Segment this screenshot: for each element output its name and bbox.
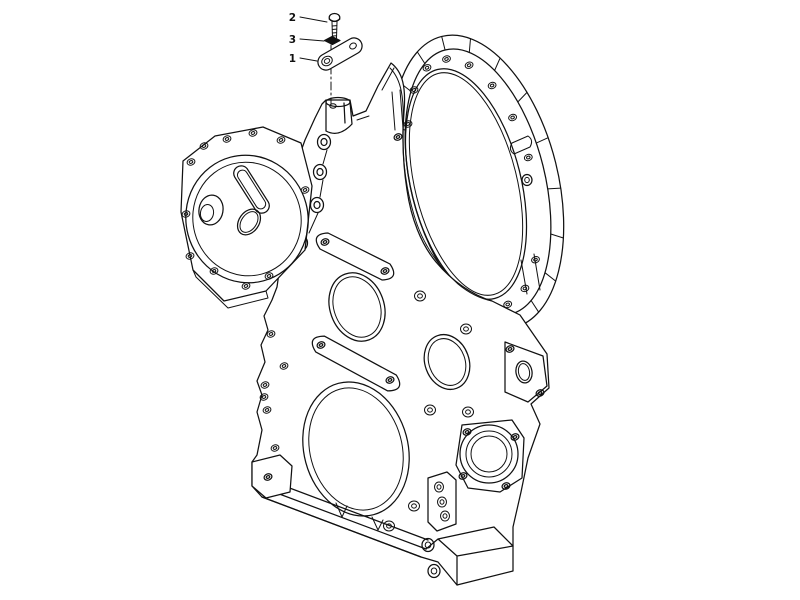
ring-opening-inner: [408, 72, 524, 296]
ring-pocket-hole: [521, 173, 533, 187]
oval-hole: [515, 360, 533, 384]
part-clamp-plate: [317, 37, 363, 71]
left-cover-flange: [180, 126, 313, 309]
face-openings: [302, 272, 471, 517]
ring-ribs: [520, 253, 541, 295]
face-straps: [311, 232, 401, 392]
oval-port: [236, 208, 262, 236]
ring-pocket-slot: [509, 135, 533, 155]
callout-leaders: [299, 16, 328, 62]
tube-boss: [198, 194, 224, 226]
leader-line-1: [299, 57, 318, 62]
strap-upper: [315, 232, 395, 281]
ring-opening-outer: [404, 68, 528, 300]
crankshaft-opening: [302, 381, 410, 517]
strap-lower: [311, 335, 401, 392]
rail-boss: [421, 537, 435, 553]
part-washer: [323, 35, 341, 46]
face-rib: [391, 89, 404, 131]
rail-boss: [427, 563, 441, 579]
gasket-edge-line: [389, 67, 493, 302]
seal-bore-assembly: [455, 419, 525, 493]
right-foot-block: [425, 526, 514, 586]
part-bolt: [328, 12, 341, 40]
leader-line-2: [299, 16, 328, 23]
callout-label-3: 3: [289, 34, 296, 46]
flange-bore-outer: [185, 154, 309, 284]
rail-notches: [335, 502, 384, 531]
upper-gear-opening: [328, 272, 386, 342]
tapped-hole: [329, 103, 337, 109]
flange-thickness-edge: [192, 269, 269, 309]
bottom-rail: [251, 454, 514, 586]
leader-line-3: [299, 38, 325, 42]
mount-boss-column: [293, 96, 353, 252]
flange-bore-inner: [192, 161, 302, 277]
seal-bore-outer: [459, 424, 519, 484]
pan-rail-lines: [261, 480, 429, 558]
flywheel-housing-ring: [391, 34, 565, 330]
callout-assembly: 2 3 1: [289, 12, 363, 105]
triple-hole-boss: [427, 471, 457, 532]
callout-label-2: 2: [289, 12, 296, 24]
callout-label-1: 1: [289, 53, 296, 65]
right-triangular-flange: [504, 341, 548, 403]
idler-opening: [423, 334, 471, 390]
